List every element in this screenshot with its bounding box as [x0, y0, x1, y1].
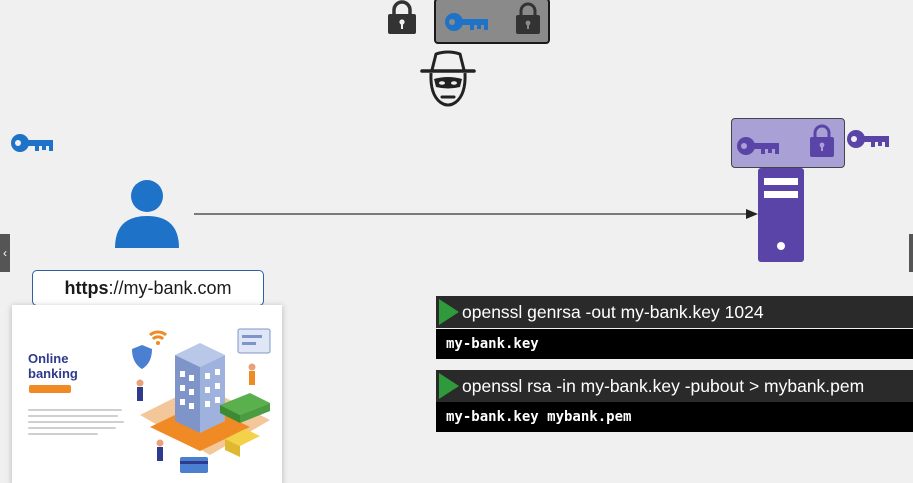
command-line-1: openssl genrsa -out my-bank.key 1024: [436, 296, 913, 328]
padlock-icon: [516, 2, 540, 34]
padlock-icon: [810, 124, 834, 157]
bank-isometric-art: [132, 328, 271, 473]
server-icon: [758, 168, 804, 262]
user-icon: [115, 180, 179, 248]
online-banking-illustration: Online banking: [12, 305, 282, 483]
bank-cta-button: [29, 385, 71, 393]
key-icon: [445, 13, 488, 31]
url-domain: ://my-bank.com: [108, 277, 232, 298]
previous-slide-tab[interactable]: ‹: [0, 234, 10, 272]
bank-placeholder-text: [28, 409, 124, 435]
hacker-icon: [420, 50, 476, 107]
encrypted-key-box: [434, 0, 550, 44]
key-icon: [847, 130, 889, 148]
bank-title: Online banking: [28, 351, 78, 381]
key-icon: [11, 134, 53, 152]
command-line-2: openssl rsa -in my-bank.key -pubout > my…: [436, 370, 913, 402]
bank-title-line2: banking: [28, 366, 78, 381]
request-arrow: [194, 209, 758, 219]
url-bar[interactable]: https://my-bank.com: [32, 270, 264, 306]
command-output-2: my-bank.key mybank.pem: [436, 402, 913, 432]
key-icon: [737, 137, 779, 155]
server-key-box: [731, 118, 845, 168]
next-slide-tab[interactable]: [909, 234, 913, 272]
bank-title-line1: Online: [28, 351, 69, 366]
url-scheme: https: [64, 277, 109, 298]
play-icon: [439, 299, 459, 325]
command-output-1: my-bank.key: [436, 329, 913, 359]
play-icon: [439, 373, 459, 399]
command-text-1: openssl genrsa -out my-bank.key 1024: [462, 301, 764, 322]
padlock-icon: [388, 0, 416, 34]
command-text-2: openssl rsa -in my-bank.key -pubout > my…: [462, 375, 865, 396]
